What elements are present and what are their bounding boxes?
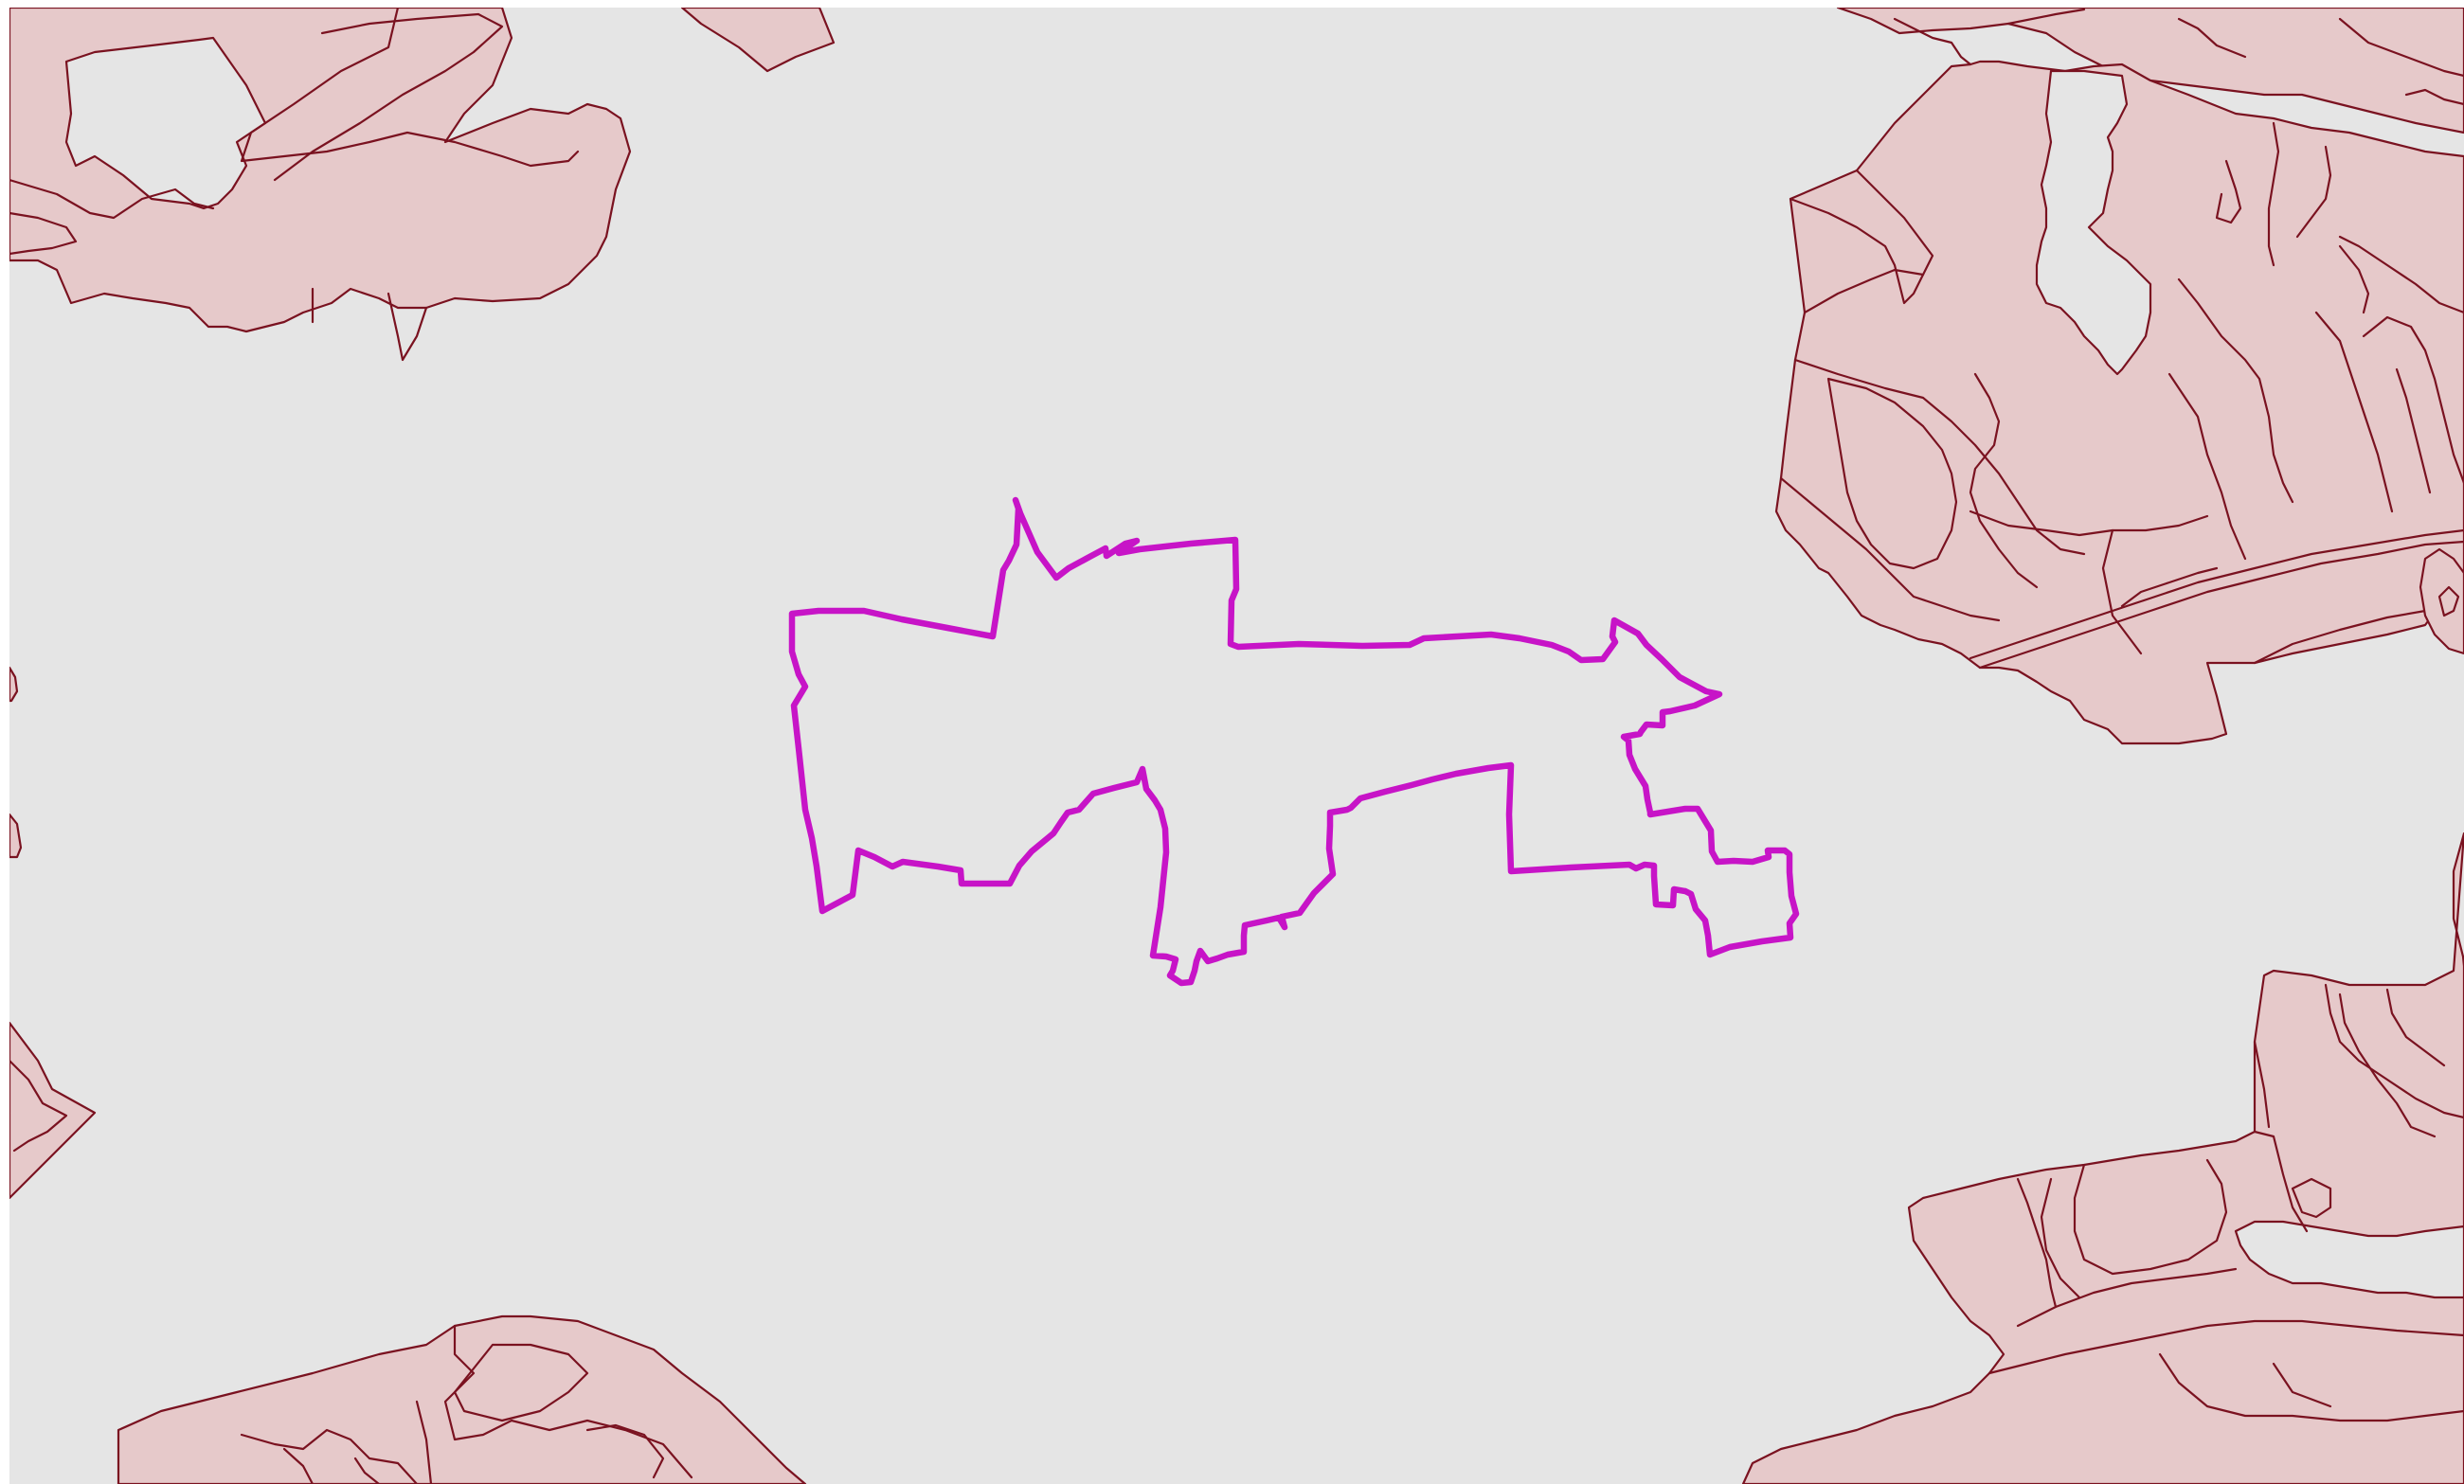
selected-parcel-outline[interactable] [788,496,1800,987]
parcel-boundary [2338,992,2437,1138]
parcel-hole-top-left [64,36,267,210]
parcel-boundary [2385,988,2446,1067]
parcel-bottom-left[interactable] [117,1314,807,1484]
parcel-boundary [1789,197,1925,305]
parcel-left-edge-3[interactable] [9,666,19,703]
parcel-boundary [2215,159,2242,224]
parcel-boundary [2006,8,2086,26]
parcel-boundary [2338,17,2464,78]
parcel-boundary [2272,1362,2332,1408]
parcel-right-edge-small[interactable] [2419,547,2464,655]
parcel-boundary [2073,1158,2228,1276]
parcel-boundary [2267,121,2280,267]
parcel-boundary [9,1059,68,1153]
parcel-boundary [240,1428,419,1484]
parcel-layer [9,8,2464,1484]
parcel-hole-top-right [2035,69,2152,376]
parcel-top-right-strip[interactable] [1836,8,2464,134]
parcel-boundary [2324,983,2464,1119]
parcel-boundary [1803,169,1934,314]
map-canvas[interactable] [9,8,2464,1484]
parcel-boundary [1969,372,2039,589]
parcel-left-edge-1[interactable] [9,1021,97,1200]
parcel-boundary [1987,1319,2464,1375]
parcel-boundary [415,1400,433,1484]
parcel-boundary [2016,1177,2058,1309]
parcel-boundary [2120,566,2219,608]
parcel-boundary [443,1324,693,1479]
parcel-boundary [2295,145,2332,239]
parcel-boundary [1969,528,2464,660]
parcel-boundary [1826,377,1958,570]
parcel-boundary [1969,510,2209,537]
parcel-boundary [2314,311,2394,513]
parcel-boundary [2437,585,2460,617]
parcel-boundary [9,178,215,220]
parcel-top-right-main[interactable] [1774,60,2464,745]
parcel-boundary [1978,540,2464,670]
parcel-boundary [353,1457,381,1484]
parcel-boundary [2167,372,2247,561]
parcel-boundary [2338,235,2464,314]
parcel-boundary [2395,367,2432,494]
parcel-boundary [2177,17,2247,59]
parcel-hole-bottom-right [2234,1220,2464,1299]
parcel-boundary [282,1447,315,1484]
parcel-boundary [387,292,428,362]
parcel-top-left-sliver[interactable] [680,8,836,73]
parcel-boundary [2253,1130,2309,1233]
parcel-boundary [273,12,504,182]
parcel-boundary [453,1343,589,1422]
parcel-boundary [2101,528,2143,655]
parcel-boundary [2253,1040,2271,1129]
parcel-boundary [2291,1177,2332,1219]
parcel-left-edge-2[interactable] [9,813,23,859]
parcel-boundary [2158,1352,2464,1422]
parcel-boundary [9,211,78,256]
parcel-boundary [2177,277,2294,504]
parcel-boundary [240,8,580,168]
parcel-boundary [585,1423,665,1479]
parcel-boundary [2404,88,2464,106]
parcel-boundary [1893,17,1972,66]
parcel-boundary [2040,1177,2081,1299]
parcel-boundary [2362,315,2464,485]
parcel-boundary [1793,358,2086,556]
parcel-boundary [2338,244,2370,314]
parcel-boundary [1779,476,2001,622]
map-svg[interactable] [9,8,2464,1484]
